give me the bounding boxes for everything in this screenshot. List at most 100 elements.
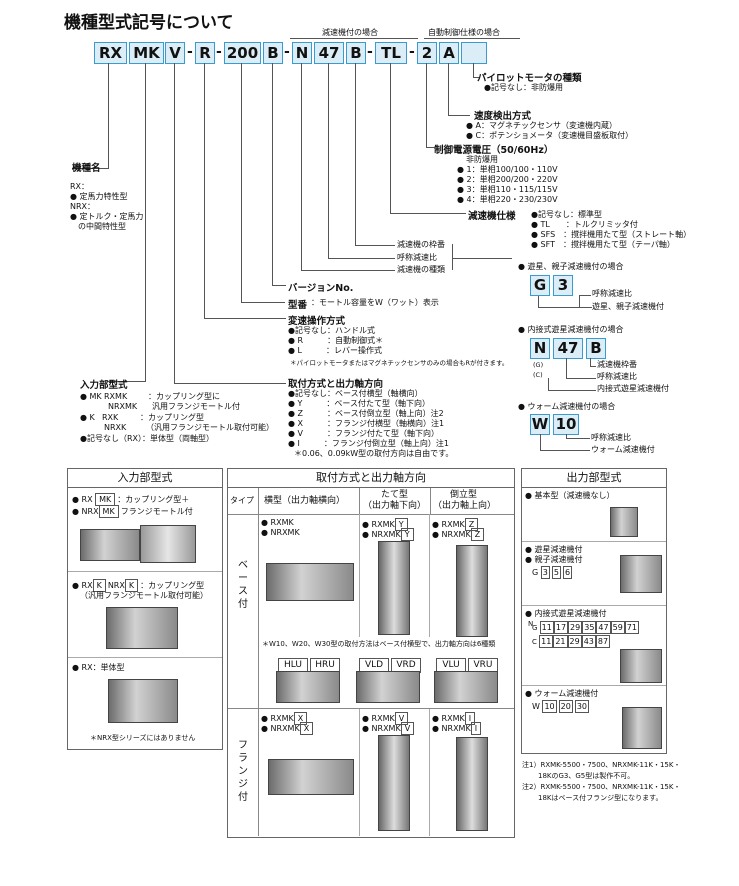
pi-a1t: ：カップリング型＋ <box>117 495 190 504</box>
code-2: 2 <box>417 42 437 64</box>
panel-mount: 取付方式と出力軸方向 タイプ 横型（出力軸横向） たて型 （出力軸下向） 倒立型… <box>227 468 515 838</box>
po-g17: 17 <box>553 621 569 634</box>
po-c29: 29 <box>567 635 582 648</box>
operation-3: ● L ：レバー操作式 <box>288 346 382 355</box>
note-1b: 18KのG3、G5型は製作不可。 <box>538 772 635 780</box>
gear-n-code-n: N <box>530 338 550 359</box>
code-200: 200 <box>224 42 261 64</box>
po-w30: 30 <box>574 700 590 713</box>
cyclo-output-image <box>620 649 662 683</box>
reducer-type-label: 減速機の種類 <box>397 265 445 274</box>
pm-r1c3b: ● NRXMK <box>432 530 471 539</box>
pi-b1t: ：カップリング型 <box>140 581 205 590</box>
pm-col2b: （出力軸下向） <box>363 501 427 511</box>
speed-item-c: ● C：ポテンショメータ（変速機目盛板取付） <box>466 131 634 140</box>
gear-g-code-g: G <box>530 275 550 296</box>
model-heading: 機種名 <box>72 163 101 174</box>
single-type-image <box>108 679 178 723</box>
code-tl: TL <box>375 42 407 64</box>
pi-a2: ● NRX <box>72 507 99 516</box>
size-text: ：モートル容量をW（ワット）表示 <box>311 298 439 307</box>
po-g59: 59 <box>610 621 625 634</box>
input-k-text2: （汎用フランジモートル取付可能） <box>146 423 274 432</box>
po-s3c: C <box>532 638 537 646</box>
speed-item-a: ● A：マグネチックセンサ（変速機内蔵） <box>466 121 617 130</box>
model-nrx: NRX： <box>70 202 96 211</box>
code-b: B <box>263 42 283 64</box>
planetary-output-image <box>620 555 662 593</box>
speed-heading: 速度検出方式 <box>474 111 532 122</box>
pm-col3a: 倒立型 <box>450 490 478 500</box>
pm-row2: フランジ付 <box>238 740 248 803</box>
pm-r2c1b: ● NRXMK <box>261 724 300 733</box>
input-k-b: NRXK <box>104 423 127 432</box>
gear-w-heading: ● ウォーム減速機付の場合 <box>518 402 616 411</box>
code-r: R <box>195 42 215 64</box>
panel-output: 出力部型式 ● 基本型（減速機なし） ● 遊星減速機付 ● 親子減速機付 G 3… <box>521 468 667 754</box>
code-rx: RX <box>94 42 127 64</box>
reducer-spec-heading: 減速機仕様 <box>468 211 516 222</box>
po-s4: ● ウォーム減速機付 <box>525 689 599 698</box>
pm-r1c2a: ● RXMK <box>362 520 395 529</box>
flange-horizontal-image <box>268 759 354 795</box>
gear-n-heading: ● 内接式遊星減速機付の場合 <box>518 325 624 334</box>
pi-b1k: K <box>92 579 106 592</box>
pm-r2c2b: ● NRXMK <box>362 724 401 733</box>
reducer-frame-label: 減速機の枠番 <box>397 240 445 249</box>
worm-vu-image <box>434 671 498 703</box>
input-k-text1: ：カップリング型 <box>140 413 204 422</box>
mk-motor-image <box>80 529 140 561</box>
input-k: ● K <box>80 413 95 422</box>
po-g11: 11 <box>539 621 554 634</box>
po-g6: 6 <box>562 566 573 579</box>
po-c11: 11 <box>539 635 554 648</box>
pm-col1: 横型（出力軸横向） <box>264 496 346 506</box>
pm-r2c3a: ● RXMK <box>432 714 465 723</box>
reducer-spec-3: ● SFS ：撹拌機用たて型（ストレート軸） <box>531 230 692 239</box>
power-sub: 非防爆用 <box>466 155 498 164</box>
model-nrx-desc1: ● 定トルク・定馬力 <box>70 212 144 221</box>
po-g35: 35 <box>582 621 597 634</box>
power-heading: 制御電源電圧（50/60Hz） <box>434 145 554 156</box>
worm-output-image <box>622 707 662 749</box>
pilot-item: ●記号なし：非防爆用 <box>484 83 563 92</box>
po-s3n: N <box>528 620 534 628</box>
reducer-ratio-label: 呼称減速比 <box>397 253 437 262</box>
po-s2b: ● 親子減速機付 <box>525 555 583 564</box>
pm-r1c3a: ● RXMK <box>432 520 465 529</box>
pi-b1m: NRX <box>107 581 125 590</box>
pilot-heading: パイロットモータの種類 <box>477 73 582 84</box>
pi-note: ＊NRX型シリーズにはありません <box>90 734 196 742</box>
pm-r2c2a: ● RXMK <box>362 714 395 723</box>
mounting-2: ● Y ：ベース付たて型（軸下向） <box>288 399 431 408</box>
pi-c: ● RX：単体型 <box>72 663 125 672</box>
pi-a2t: フランジモートル付 <box>120 507 193 516</box>
size-heading: 型番 <box>288 300 308 311</box>
power-item-2: ● 2：単相200/200・220V <box>457 175 558 184</box>
pm-r2c3bk: I <box>470 722 482 735</box>
operation-2: ● R ：自動制御式＊ <box>288 336 384 345</box>
input-mk-a: RXMK <box>104 392 128 401</box>
code-b2: B <box>346 42 366 64</box>
po-s1: ● 基本型（減速機なし） <box>525 491 615 500</box>
gear-n-code-b: B <box>586 338 606 359</box>
gear-g-code-3: 3 <box>553 275 573 296</box>
input-k-a: RXK <box>102 413 119 422</box>
code-blank <box>461 42 487 64</box>
pm-r2c1bk: X <box>299 722 314 735</box>
mounting-3: ● Z ：ベース付倒立型（軸上向）注2 <box>288 409 444 418</box>
po-s2c: G <box>532 568 539 577</box>
mounting-heading: 取付方式と出力軸方向 <box>288 379 384 390</box>
mounting-6: ● I ：フランジ付倒立型（軸上向）注1 <box>288 439 449 448</box>
page-title: 機種型式記号について <box>64 13 234 33</box>
mounting-note: ＊0.06、0.09kW型の取付方向は自由です。 <box>294 449 454 458</box>
code-47: 47 <box>314 42 344 64</box>
pi-b2: （汎用フランジモートル取付可能） <box>80 591 208 600</box>
flange-inverted-image <box>456 737 488 831</box>
pm-wnote: ＊W10、W20、W30型の取付方法はベース付横型で、出力軸方向は6種類 <box>262 640 496 648</box>
po-c87: 87 <box>595 635 611 648</box>
gear-w-label-ratio: 呼称減速比 <box>591 433 631 442</box>
code-a: A <box>439 42 459 64</box>
po-s4w: W <box>532 702 540 711</box>
po-s2a: ● 遊星減速機付 <box>525 545 583 554</box>
